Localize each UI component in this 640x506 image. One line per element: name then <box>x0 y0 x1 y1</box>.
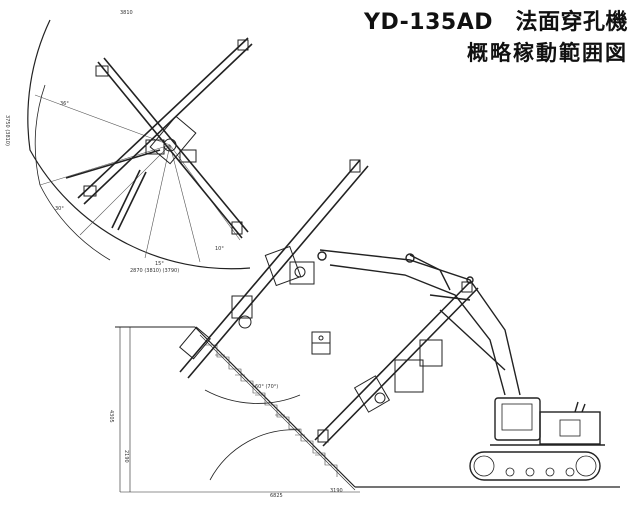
dim-left-vertical: 3750 (3810) <box>4 115 10 146</box>
title-block: YD-135AD 法面穿孔機 概略稼動範囲図 <box>364 8 628 68</box>
dim-top-angle: 36° <box>60 101 69 107</box>
dim-height-total: 4305 <box>108 410 114 423</box>
dim-top-arc: 3810 <box>120 10 133 16</box>
dim-right-angle: 10° <box>215 246 224 252</box>
dim-left-angle: 30° <box>55 206 64 212</box>
dim-height-lower: 2190 <box>123 450 129 463</box>
feed-bracket-detail <box>311 331 331 355</box>
dim-mid-angle: 60° (70°) <box>255 384 278 390</box>
excavator-carrier <box>469 397 605 481</box>
title-subtitle: 概略稼動範囲図 <box>467 41 628 65</box>
dim-base-mid: 3190 <box>330 488 343 494</box>
slope-profile: 60° (70°) 4305 2190 6825 3190 <box>108 326 620 499</box>
title-model: YD-135AD 法面穿孔機 <box>364 10 628 35</box>
rotation-range-diagram: 3810 3750 (3810) 36° 10° 2870 (3810) (37… <box>4 10 253 274</box>
boom-arm <box>317 249 521 396</box>
upper-drill-feed <box>179 159 369 379</box>
dim-base-left: 6825 <box>270 493 283 499</box>
dim-bottom-arc: 2870 (3810) (3790) <box>130 268 179 274</box>
lower-drill-feed <box>314 281 479 447</box>
dim-bottom-angle: 15° <box>155 261 164 267</box>
